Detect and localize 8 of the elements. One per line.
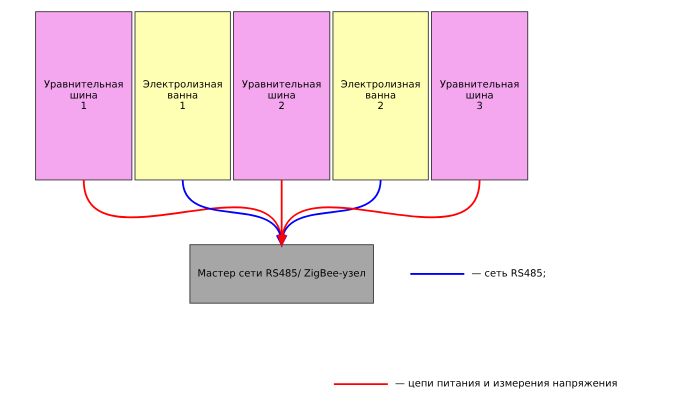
legend-label: — сеть RS485; [471,268,546,280]
legend-label: — цепи питания и измерения напряжения [394,378,617,390]
node-box: Электролизная ванна 1 [134,11,230,180]
node-box: Мастер сети RS485/ ZigBee-узел [188,244,374,304]
node-box: Уравнительная шина 1 [34,11,132,180]
node-box: Электролизная ванна 2 [332,11,428,180]
node-box: Уравнительная шина 3 [430,11,528,180]
node-box: Уравнительная шина 2 [232,11,330,180]
